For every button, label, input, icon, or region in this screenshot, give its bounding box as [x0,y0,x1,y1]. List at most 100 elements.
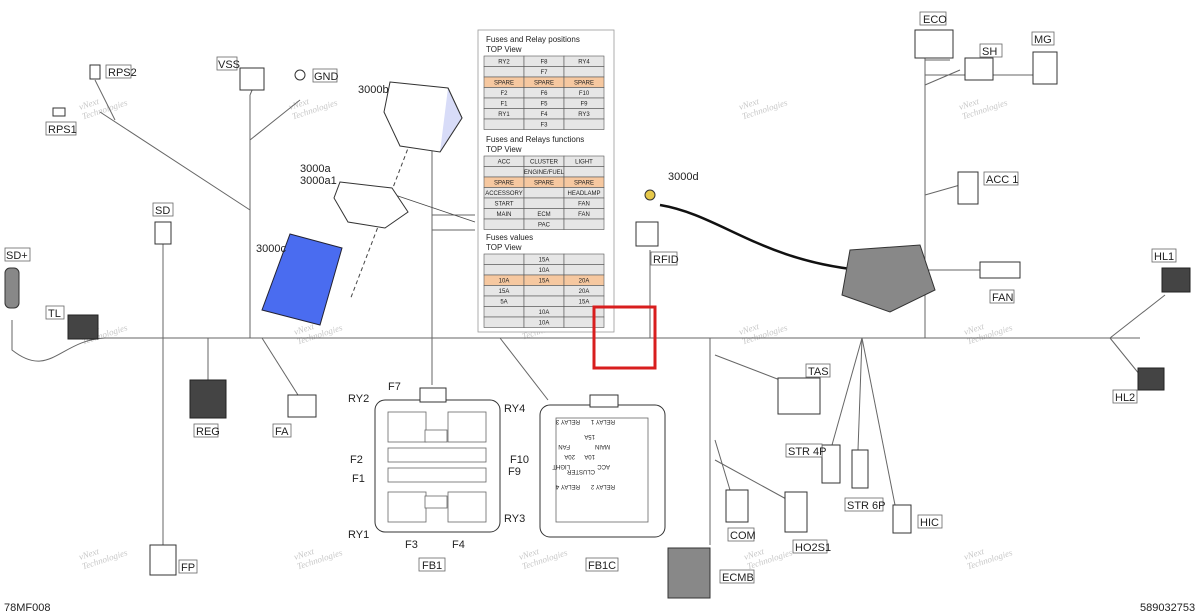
label-hl1: HL1 [1154,251,1174,263]
connector-sd-plus[interactable]: SD+ [4,247,31,309]
table-cell-bg [483,316,525,328]
connector-com[interactable]: COM [725,489,756,542]
branch-fa [261,337,299,396]
connector-tas[interactable]: TAS [777,363,831,415]
connector-eco[interactable]: ECO [914,11,954,59]
fuse-box-fb1c[interactable]: RELAY 2 RELAY 4 RELAY 1 RELAY 3 ACC CLUS… [539,394,666,572]
connector-rps1[interactable]: RPS1 [45,107,77,136]
table-cell: F10 [579,91,590,97]
table-cell: SPARE [534,181,554,187]
label-ry4: RY4 [504,403,525,415]
connector-str6p[interactable]: STR 6P [844,449,886,512]
connector-gnd[interactable]: GND [294,68,339,83]
cover-20a: 20A [564,453,575,459]
table-cell: RY1 [498,112,510,118]
positions-title: Fuses and Relay positions [486,35,580,44]
battery-cable [659,203,861,272]
connector-tl[interactable]: TL [45,305,99,340]
connector-hl2[interactable]: HL2 [1112,367,1165,404]
label-rfid: RFID [653,254,679,266]
part-3000c[interactable]: 3000c [256,233,343,326]
connector-sh[interactable]: SH [964,43,1003,81]
table-cell: 20A [579,279,590,285]
label-f10: F10 [510,454,529,466]
table-cell: CLUSTER [530,160,559,166]
connector-3000d[interactable]: 3000d [644,171,699,201]
cover-acc: ACC [597,463,610,469]
table-cell: ACC [498,160,511,166]
table-cell: F7 [540,70,548,76]
table-cell: SPARE [534,81,554,87]
table-cell-bg [523,285,565,297]
cover-main: MAIN [595,443,610,449]
table-cell: 20A [579,289,590,295]
label-sd: SD [155,205,170,217]
label-reg: REG [196,426,220,438]
table-cell: MAIN [497,212,512,218]
connector-ho2s1[interactable]: HO2S1 [784,491,831,554]
branch-gnd [249,99,301,141]
table-cell: START [494,202,513,208]
label-ry3: RY3 [504,513,525,525]
table-cell: FAN [578,202,590,208]
branch-sd-plus [11,320,106,362]
label-f4: F4 [452,539,465,551]
connector-fa[interactable]: FA [272,394,317,438]
connector-fp[interactable]: FP [149,544,198,576]
functions-view: TOP View [486,145,522,154]
table-cell: 15A [539,279,550,285]
table-cell-bg [483,264,525,276]
table-cell: ENGINE/FUEL [524,170,565,176]
table-cell-bg [483,218,525,230]
label-com: COM [730,530,756,542]
connector-hic[interactable]: HIC [892,504,943,534]
table-cell-bg [563,166,605,178]
cover-relay2: RELAY 2 [590,483,615,489]
label-str4p: STR 4P [788,446,827,458]
table-cell-bg [523,295,565,307]
label-vss: VSS [218,59,240,71]
label-3000c: 3000c [256,243,286,255]
table-cell: F1 [500,102,508,108]
table-cell-bg [563,316,605,328]
label-fp: FP [181,562,195,574]
connector-fan[interactable]: FAN [979,261,1021,304]
cover-cluster: CLUSTER [566,468,595,474]
table-cell-bg [483,118,525,130]
connector-reg[interactable]: REG [189,379,227,438]
part-3000b[interactable]: 3000b [358,81,463,153]
label-acc1: ACC 1 [986,174,1018,186]
positions-view: TOP View [486,45,522,54]
highlight-box [592,305,657,370]
connector-acc1[interactable]: ACC 1 [957,171,1018,205]
table-cell-bg [523,197,565,209]
table-cell: RY3 [578,112,590,118]
values-view: TOP View [486,243,522,252]
connector-rps2[interactable]: RPS2 [89,64,137,80]
table-cell: SPARE [574,181,594,187]
part-3000a[interactable]: 3000a 3000a1 [300,163,409,229]
part-ecm[interactable] [841,244,936,313]
table-cell-bg [563,66,605,78]
connector-sd[interactable]: SD [152,202,174,245]
connector-mg[interactable]: MG [1031,31,1058,85]
table-cell: 10A [539,321,550,327]
cover-fan: FAN [558,443,570,449]
cover-relay1: RELAY 1 [590,418,615,424]
connector-ecmb[interactable]: ECMB [667,547,755,599]
fuse-box-fb1[interactable]: FB1 RY2 F7 RY4 F2 F1 F10 F9 RY1 RY3 F3 F… [348,381,529,572]
connector-str4p[interactable]: STR 4P [785,443,841,484]
label-str6p: STR 6P [847,500,886,512]
ref-left: 78MF008 [4,602,50,614]
connector-vss[interactable]: VSS [216,56,265,91]
cover-10a: 10A [584,453,595,459]
label-tl: TL [48,308,61,320]
connector-hl1[interactable]: HL1 [1151,248,1191,293]
table-cell-bg [483,166,525,178]
table-cell-bg [563,218,605,230]
table-cell: 5A [500,300,507,306]
label-fb1: FB1 [422,560,442,572]
table-cell-bg [563,253,605,265]
connector-rfid[interactable]: RFID [635,221,679,266]
